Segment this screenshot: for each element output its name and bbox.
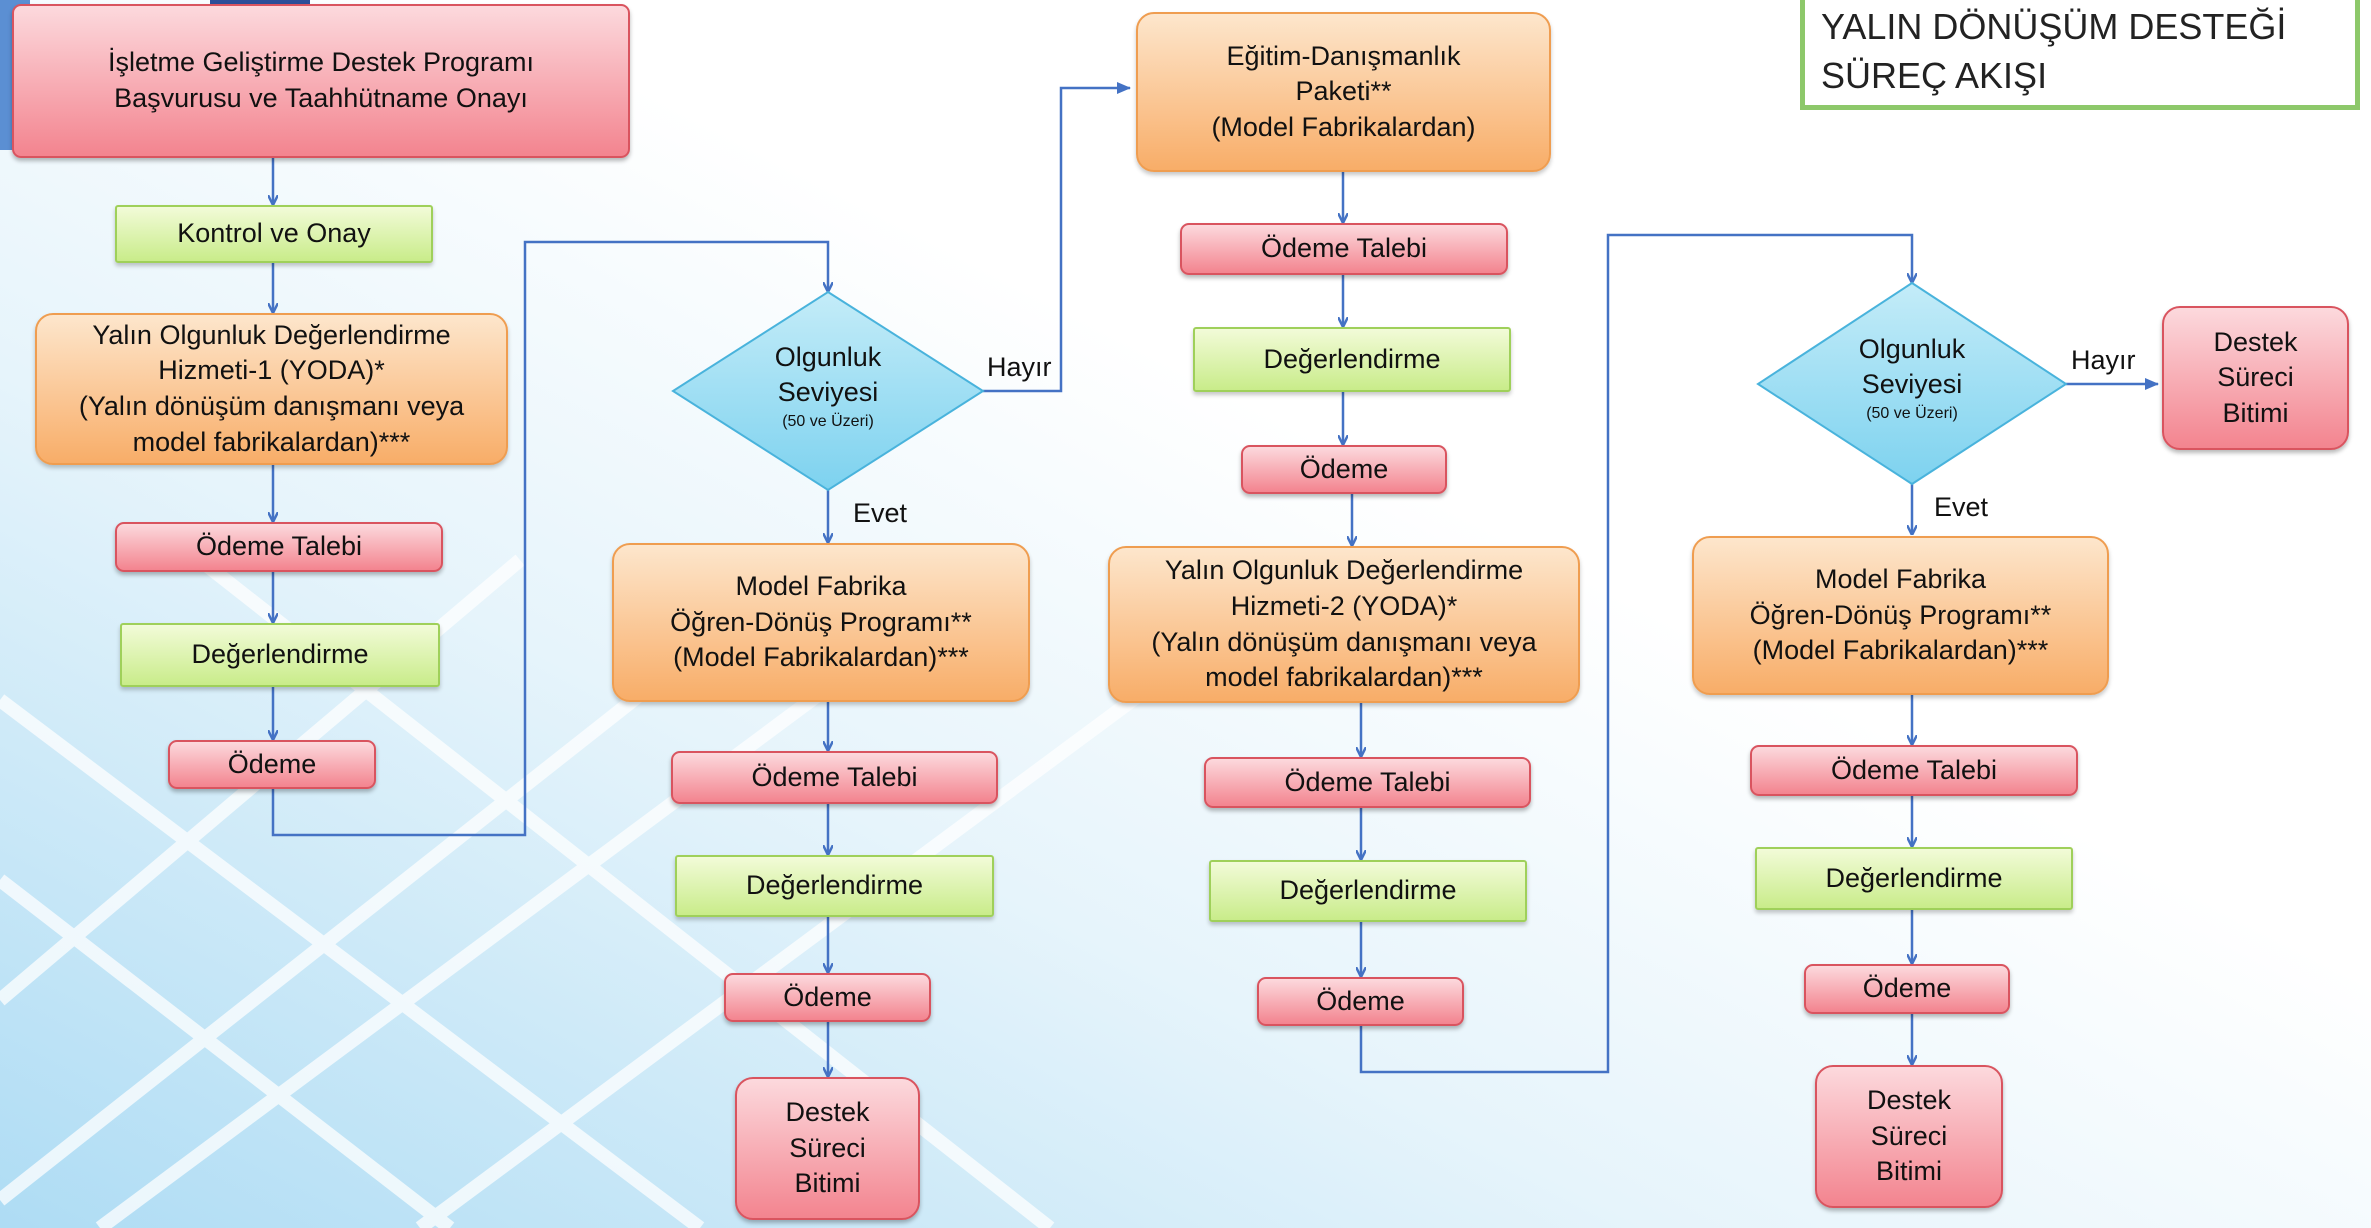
maturity-assessment-2-box: Yalın Olgunluk Değerlendirme Hizmeti-2 (… bbox=[1108, 546, 1580, 703]
training-consulting-package-box: Eğitim-Danışmanlık Paketi** (Model Fabri… bbox=[1136, 12, 1551, 172]
payment-request-box: Ödeme Talebi bbox=[115, 522, 443, 572]
application-approval-box: İşletme Geliştirme Destek Programı Başvu… bbox=[12, 4, 630, 158]
evaluation-box: Değerlendirme bbox=[1209, 860, 1527, 922]
maturity-threshold-text: (50 ve Üzeri) bbox=[1866, 405, 1958, 423]
payment-request-box: Ödeme Talebi bbox=[671, 751, 998, 804]
decision-2-label: Olgunluk Seviyesi (50 ve Üzeri) bbox=[1802, 332, 2022, 425]
process-flow-title: YALIN DÖNÜŞÜM DESTEĞİ SÜREÇ AKIŞI bbox=[1800, 0, 2360, 110]
decision-diamond-2 bbox=[1756, 281, 2068, 486]
payment-box: Ödeme bbox=[1241, 445, 1447, 494]
yes-label: Evet bbox=[853, 498, 908, 528]
decision-diamond-1 bbox=[671, 290, 985, 492]
payment-request-box: Ödeme Talebi bbox=[1180, 223, 1508, 275]
payment-box: Ödeme bbox=[168, 740, 376, 789]
maturity-level-text: Olgunluk Seviyesi bbox=[1858, 334, 1966, 400]
arrow-n6-d1 bbox=[271, 240, 828, 837]
model-factory-program-box: Model Fabrika Öğren-Dönüş Programı** (Mo… bbox=[612, 543, 1030, 702]
support-end-box: Destek Süreci Bitimi bbox=[735, 1077, 920, 1220]
maturity-threshold-text: (50 ve Üzeri) bbox=[782, 413, 874, 431]
evaluation-box: Değerlendirme bbox=[120, 623, 440, 687]
maturity-level-text: Olgunluk Seviyesi bbox=[774, 342, 882, 408]
evaluation-box: Değerlendirme bbox=[1193, 327, 1511, 392]
payment-box: Ödeme bbox=[1257, 977, 1464, 1026]
yes-label: Evet bbox=[1934, 492, 1989, 522]
decision-1-label: Olgunluk Seviyesi (50 ve Üzeri) bbox=[718, 340, 938, 433]
evaluation-box: Değerlendirme bbox=[1755, 847, 2073, 910]
support-end-box: Destek Süreci Bitimi bbox=[2162, 306, 2349, 450]
payment-request-box: Ödeme Talebi bbox=[1204, 757, 1531, 808]
evaluation-box: Değerlendirme bbox=[675, 855, 994, 917]
model-factory-program-box: Model Fabrika Öğren-Dönüş Programı** (Mo… bbox=[1692, 536, 2109, 695]
arrow-d1-no bbox=[983, 82, 1131, 393]
payment-box: Ödeme bbox=[1804, 964, 2010, 1014]
no-label: Hayır bbox=[987, 352, 1052, 382]
control-approval-box: Kontrol ve Onay bbox=[115, 205, 433, 263]
payment-box: Ödeme bbox=[724, 973, 931, 1022]
no-label: Hayır bbox=[2071, 345, 2136, 375]
support-end-box: Destek Süreci Bitimi bbox=[1815, 1065, 2003, 1208]
maturity-assessment-1-box: Yalın Olgunluk Değerlendirme Hizmeti-1 (… bbox=[35, 313, 508, 465]
payment-request-box: Ödeme Talebi bbox=[1750, 745, 2078, 796]
arrow-n19-d2 bbox=[1359, 233, 1912, 1074]
